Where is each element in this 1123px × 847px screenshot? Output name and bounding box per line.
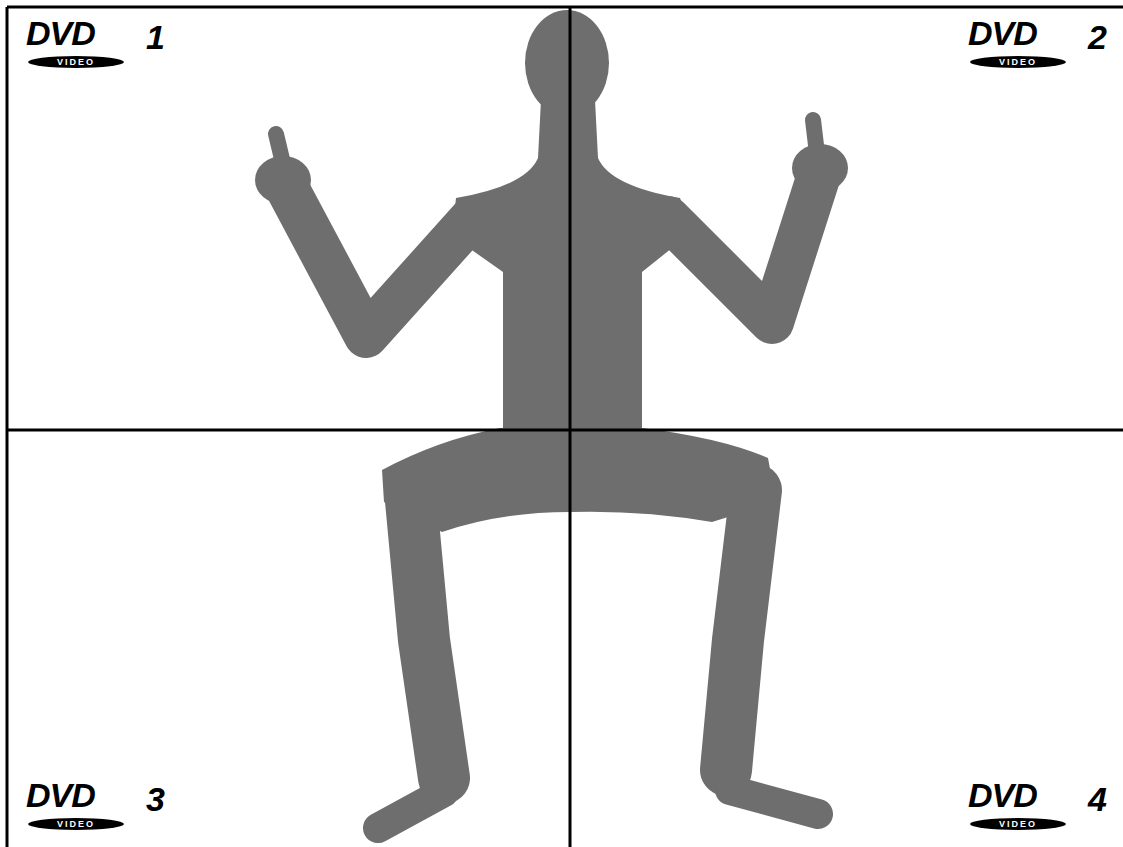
dvd-logo: DVD	[968, 14, 1037, 52]
screen-number: 4	[1088, 780, 1107, 818]
video-badge: VIDEO	[28, 56, 124, 68]
quadrant-lines	[7, 7, 1123, 847]
screen-number: 2	[1088, 18, 1107, 56]
video-badge: VIDEO	[970, 56, 1066, 68]
screen-number: 3	[146, 780, 165, 818]
silhouette-hands	[255, 144, 848, 204]
dvd-logo: DVD	[26, 14, 95, 52]
silhouette-limbs	[276, 120, 820, 828]
video-badge: VIDEO	[28, 818, 124, 830]
dvd-logo: DVD	[26, 776, 95, 814]
dvd-logo: DVD	[968, 776, 1037, 814]
screen-number: 1	[146, 18, 165, 56]
video-badge: VIDEO	[970, 818, 1066, 830]
